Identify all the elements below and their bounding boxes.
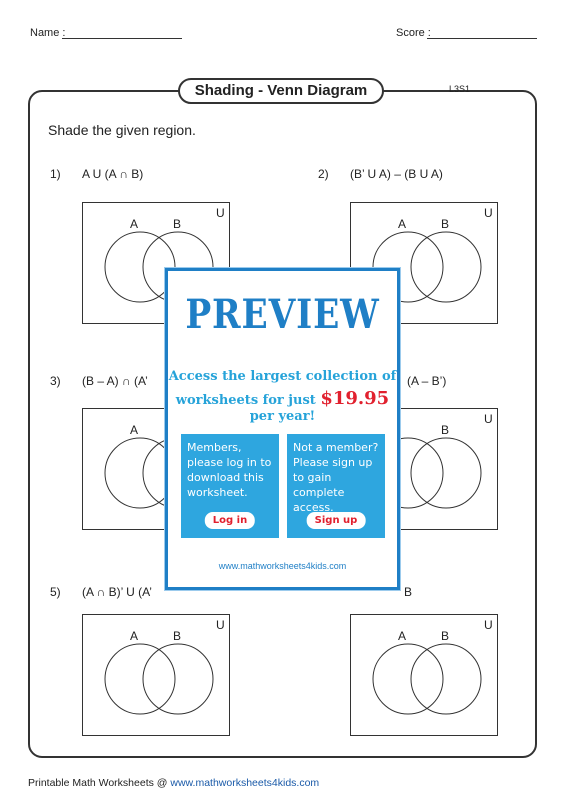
question-number: 3) [50, 374, 61, 388]
set-label-a: A [130, 629, 139, 643]
set-label-a: A [398, 217, 407, 231]
set-label-b: B [173, 629, 182, 643]
preview-overlay: PREVIEW Access the largest collection of… [165, 268, 400, 590]
footer: Printable Math Worksheets @ www.mathwork… [28, 777, 319, 789]
preview-offer-line-2: worksheets for just $19.95 per year! [168, 388, 397, 424]
preview-price: $19.95 [320, 388, 390, 409]
preview-offer-text: per year! [249, 409, 316, 424]
preview-offer-text: worksheets for just [175, 393, 321, 408]
score-field-line[interactable] [427, 38, 537, 39]
question-expression: (A – B’) [407, 374, 447, 388]
nonmember-card: Not a member? Please sign up to gain com… [287, 434, 385, 538]
set-label-b: B [173, 217, 182, 231]
member-card: Members, please log in to download this … [181, 434, 279, 538]
footer-link[interactable]: www.mathworksheets4kids.com [170, 777, 320, 789]
venn-diagram-6[interactable]: A B U [350, 614, 498, 736]
instruction: Shade the given region. [48, 122, 196, 138]
signup-button[interactable]: Sign up [306, 512, 366, 529]
venn-circles [372, 231, 482, 303]
set-label-a: A [398, 629, 407, 643]
venn-circles [104, 643, 214, 715]
preview-url-link[interactable]: www.mathworksheets4kids.com [218, 561, 347, 571]
question-expression: (B’ U A) – (B U A) [350, 167, 443, 181]
question-expression: A U (A ∩ B) [82, 167, 144, 181]
question-expression: (A ∩ B)’ U (A’ [82, 585, 152, 599]
score-label: Score : [396, 27, 431, 39]
member-text: Members, please log in to download this … [187, 441, 272, 499]
question-number: 2) [318, 167, 329, 181]
set-label-a: A [130, 423, 139, 437]
set-label-a: A [130, 217, 139, 231]
set-label-b: B [441, 423, 450, 437]
question-number: 1) [50, 167, 61, 181]
question-expression: B [404, 585, 413, 599]
universal-label: U [484, 618, 493, 632]
question-number: 5) [50, 585, 61, 599]
set-label-b: B [441, 629, 450, 643]
login-button[interactable]: Log in [204, 512, 256, 529]
name-field-line[interactable] [62, 38, 182, 39]
preview-title: PREVIEW [185, 291, 380, 338]
set-label-b: B [441, 217, 450, 231]
universal-label: U [216, 206, 225, 220]
universal-label: U [484, 206, 493, 220]
worksheet-title: Shading - Venn Diagram [178, 78, 384, 104]
venn-diagram-2[interactable]: A B U [350, 202, 498, 324]
question-expression: (B – A) ∩ (A’ [82, 374, 148, 388]
worksheet-code: L3S1 [449, 84, 471, 94]
name-label: Name : [30, 27, 66, 39]
universal-label: U [216, 618, 225, 632]
footer-text: Printable Math Worksheets @ [28, 777, 171, 789]
venn-diagram-5[interactable]: A B U [82, 614, 230, 736]
preview-offer-line-1: Access the largest collection of [168, 369, 397, 384]
universal-label: U [484, 412, 493, 426]
venn-circles [372, 643, 482, 715]
nonmember-text: Not a member? Please sign up to gain com… [293, 441, 379, 514]
